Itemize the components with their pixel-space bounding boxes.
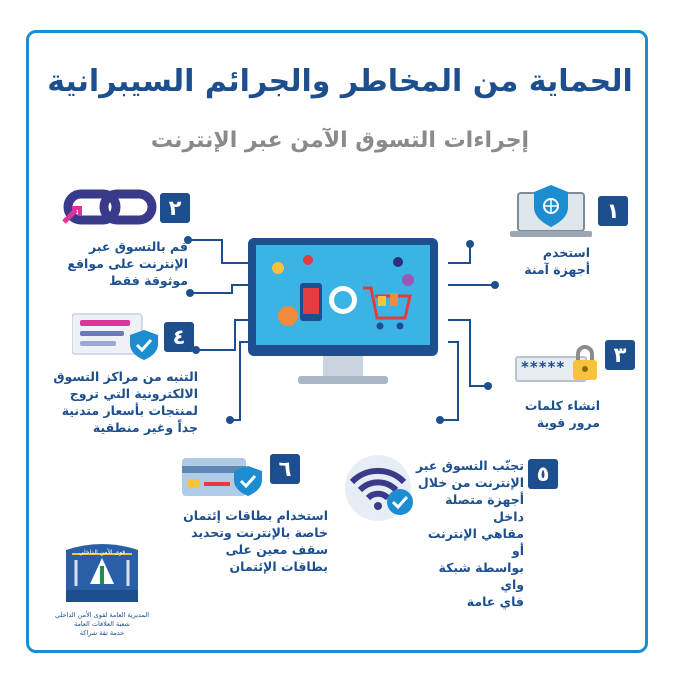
step-5-text: تجنّب التسوق عبر الإنترنت من خلال أجهزة …: [416, 458, 524, 609]
infographic-frame: [26, 30, 648, 653]
step-4-number-badge: ٤: [164, 322, 194, 352]
step-5-number-badge: ٥: [528, 459, 558, 489]
step-4-text: التنبه من مراكز التسوق الالكترونية التي …: [53, 369, 198, 435]
step-2-number-badge: ٢: [160, 193, 190, 223]
step-1-text: استخدم أجهزة آمنة: [524, 245, 590, 277]
emblem-text: قوى الأمن الداخلي: [78, 549, 126, 556]
padlock-icon: [573, 345, 597, 380]
step-6-number-badge: ٦: [270, 454, 300, 484]
step-2-text: قم بالتسوق عبر الإنترنت على مواقع موثوقة…: [67, 239, 188, 288]
footer-line-1: المديرية العامة لقوى الأمن الداخلي: [54, 611, 150, 619]
footer-line-2: شعبة العلاقات العامة: [73, 620, 131, 628]
step-3-number-badge: ٣: [605, 340, 635, 370]
step-6-text: استخدام بطاقات إئتمان خاصة بالإنترنت وتح…: [183, 508, 328, 574]
password-mask: *****: [521, 358, 566, 376]
isf-emblem-logo: [62, 540, 142, 606]
verified-webpage-icon: [72, 310, 162, 362]
step-1-number-badge: ١: [598, 196, 628, 226]
step-3-text: انشاء كلمات مرور قوية: [524, 398, 600, 430]
page-subtitle: إجراءات التسوق الآمن عبر الإنترنت: [150, 128, 530, 153]
page-title: الحماية من المخاطر والجرائم السيبرانية: [47, 64, 633, 99]
wifi-check-icon: [340, 452, 422, 522]
link-chain-icon: [62, 188, 158, 228]
computer-monitor-illustration: [248, 238, 438, 398]
footer-line-3: خدمة ثقة شراكة: [79, 629, 125, 637]
credit-card-check-icon: [182, 452, 270, 504]
secure-laptop-icon: [510, 183, 592, 241]
password-field-icon: *****: [515, 338, 600, 388]
